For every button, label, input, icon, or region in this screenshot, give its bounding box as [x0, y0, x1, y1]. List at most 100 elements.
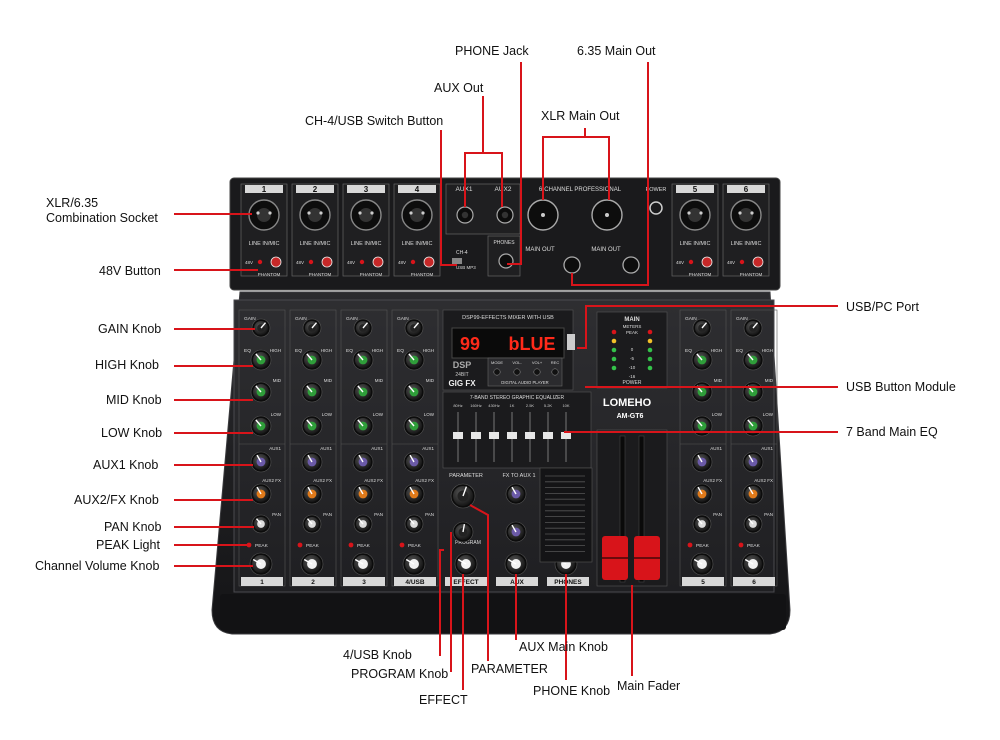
led-48v-5	[688, 259, 694, 265]
player-label: DIGITAL AUDIO PLAYER	[501, 380, 548, 385]
peak-led-4	[399, 542, 405, 548]
combo-hole-5	[688, 208, 702, 222]
display	[451, 327, 565, 359]
input-num-1: 1	[262, 185, 267, 194]
led-48v-1	[257, 259, 263, 265]
pan-knob-6	[743, 514, 763, 534]
bottom-label-0: 1	[260, 579, 264, 586]
pan-knob-4-pointer	[408, 518, 415, 525]
pan-knob-1	[251, 514, 271, 534]
aux1-knob-2	[301, 451, 323, 473]
meter-led-r-1	[647, 338, 653, 344]
low-knob-5-pointer	[696, 419, 703, 427]
gain-txt-5: GAIN	[685, 316, 697, 322]
aux2-txt-5: AUX2 FX	[703, 478, 722, 483]
aux1-txt-6: AUX1	[761, 446, 773, 451]
btn-48v-5	[701, 256, 713, 268]
gain-txt-6: GAIN	[736, 316, 748, 322]
phantom-label-2: PHANTOM	[309, 272, 332, 277]
bottom-label-bg-8	[733, 577, 775, 586]
label-phone-jack: PHONE Jack	[455, 44, 529, 58]
pan-txt-3: PAN	[374, 512, 383, 517]
peak-led-3	[348, 542, 354, 548]
line-in-mic-6: LINE IN/MIC	[731, 241, 762, 247]
header-text: 6-CHANNEL PROFESSIONAL	[539, 187, 622, 193]
dsp-title: DSP99-EFFECTS MIXER WITH USB	[462, 315, 554, 321]
mid-txt-5: MID	[714, 378, 723, 383]
input-num-bg-6	[727, 185, 765, 193]
aux2-knob-1-pointer	[256, 486, 262, 495]
phantom-label-1: PHANTOM	[258, 272, 281, 277]
pan-knob-6-pointer	[747, 518, 754, 525]
btn-48v-3	[372, 256, 384, 268]
ch4-usb-switch	[452, 258, 462, 264]
aux2-out-label: AUX2	[495, 186, 512, 193]
aux1-knob-1	[250, 451, 272, 473]
eq-band-5: 5.2K	[544, 403, 553, 408]
low-txt-5: LOW	[712, 412, 723, 417]
meter-level-3: -16	[629, 374, 636, 379]
aux2-knob-4-pointer	[409, 486, 415, 495]
low-txt-2: LOW	[322, 412, 333, 417]
label-usb-button-module: USB Button Module	[846, 380, 956, 394]
low-knob-1	[250, 415, 272, 437]
low-txt-6: LOW	[763, 412, 774, 417]
callout-line-ch4-switch	[440, 130, 457, 266]
mid-knob-6	[742, 381, 764, 403]
bottom-label-5: AUX	[510, 579, 524, 586]
volume-knob-6	[741, 552, 765, 576]
phantom-label-4: PHANTOM	[411, 272, 434, 277]
bottom-label-4: EFFECT	[453, 579, 478, 586]
pan-txt-4: PAN	[425, 512, 434, 517]
aux2-knob-2	[301, 483, 323, 505]
low-txt-1: LOW	[271, 412, 282, 417]
high-txt-5: HIGH	[711, 348, 722, 353]
led-48v-4	[410, 259, 416, 265]
eq-fader-4	[525, 432, 535, 439]
label-main-out-635: 6.35 Main Out	[577, 44, 656, 58]
aux1-txt-3: AUX1	[371, 446, 383, 451]
input-num-bg-1	[245, 185, 283, 193]
combo-pin-a-1	[256, 211, 260, 215]
gain-knob-2	[302, 318, 322, 338]
high-knob-3-pointer	[357, 353, 364, 361]
high-txt-6: HIGH	[762, 348, 773, 353]
label-main-fader: Main Fader	[617, 679, 681, 693]
aux2-knob-2-pointer	[307, 486, 313, 495]
btn-48v-1	[270, 256, 282, 268]
btn-48v-2	[321, 256, 333, 268]
peak-txt-1: PEAK	[255, 543, 269, 549]
bottom-label-6: PHONES	[554, 579, 582, 586]
meter-level-2: -10	[629, 365, 636, 370]
pan-knob-2-pointer	[306, 518, 313, 525]
player-btn-3	[551, 368, 559, 376]
phone-jack	[498, 253, 514, 269]
meter-power: POWER	[623, 380, 642, 386]
callout-line-phone-jack	[507, 62, 522, 265]
mid-knob-3	[352, 381, 374, 403]
label-parameter: PARAMETER	[471, 662, 548, 676]
bit24-label: 24BIT	[455, 372, 468, 378]
fx-aux2-knob	[505, 521, 527, 543]
low-knob-2	[301, 415, 323, 437]
aux2-knob-6	[742, 483, 764, 505]
high-knob-6-pointer	[747, 353, 754, 361]
aux1-txt-1: AUX1	[269, 446, 281, 451]
line-in-mic-5: LINE IN/MIC	[680, 241, 711, 247]
trs-out-1	[563, 256, 581, 274]
volume-knob-5-pointer	[693, 558, 703, 565]
input-num-5: 5	[693, 185, 698, 194]
aux1-knob-4-pointer	[409, 454, 415, 463]
line-in-mic-3: LINE IN/MIC	[351, 241, 382, 247]
high-knob-1-pointer	[255, 353, 262, 361]
aux2-txt-6: AUX2 FX	[754, 478, 773, 483]
combo-pin-a-5	[687, 211, 691, 215]
model: AM-GT6	[617, 413, 644, 420]
high-txt-4: HIGH	[423, 348, 434, 353]
v48-label-1: 48V	[245, 260, 253, 265]
aux2-txt-2: AUX2 FX	[313, 478, 332, 483]
main-out-left: MAIN OUT	[525, 247, 555, 253]
meter-sub: METERS	[623, 324, 642, 329]
aux-main-knob-pointer	[507, 558, 517, 565]
